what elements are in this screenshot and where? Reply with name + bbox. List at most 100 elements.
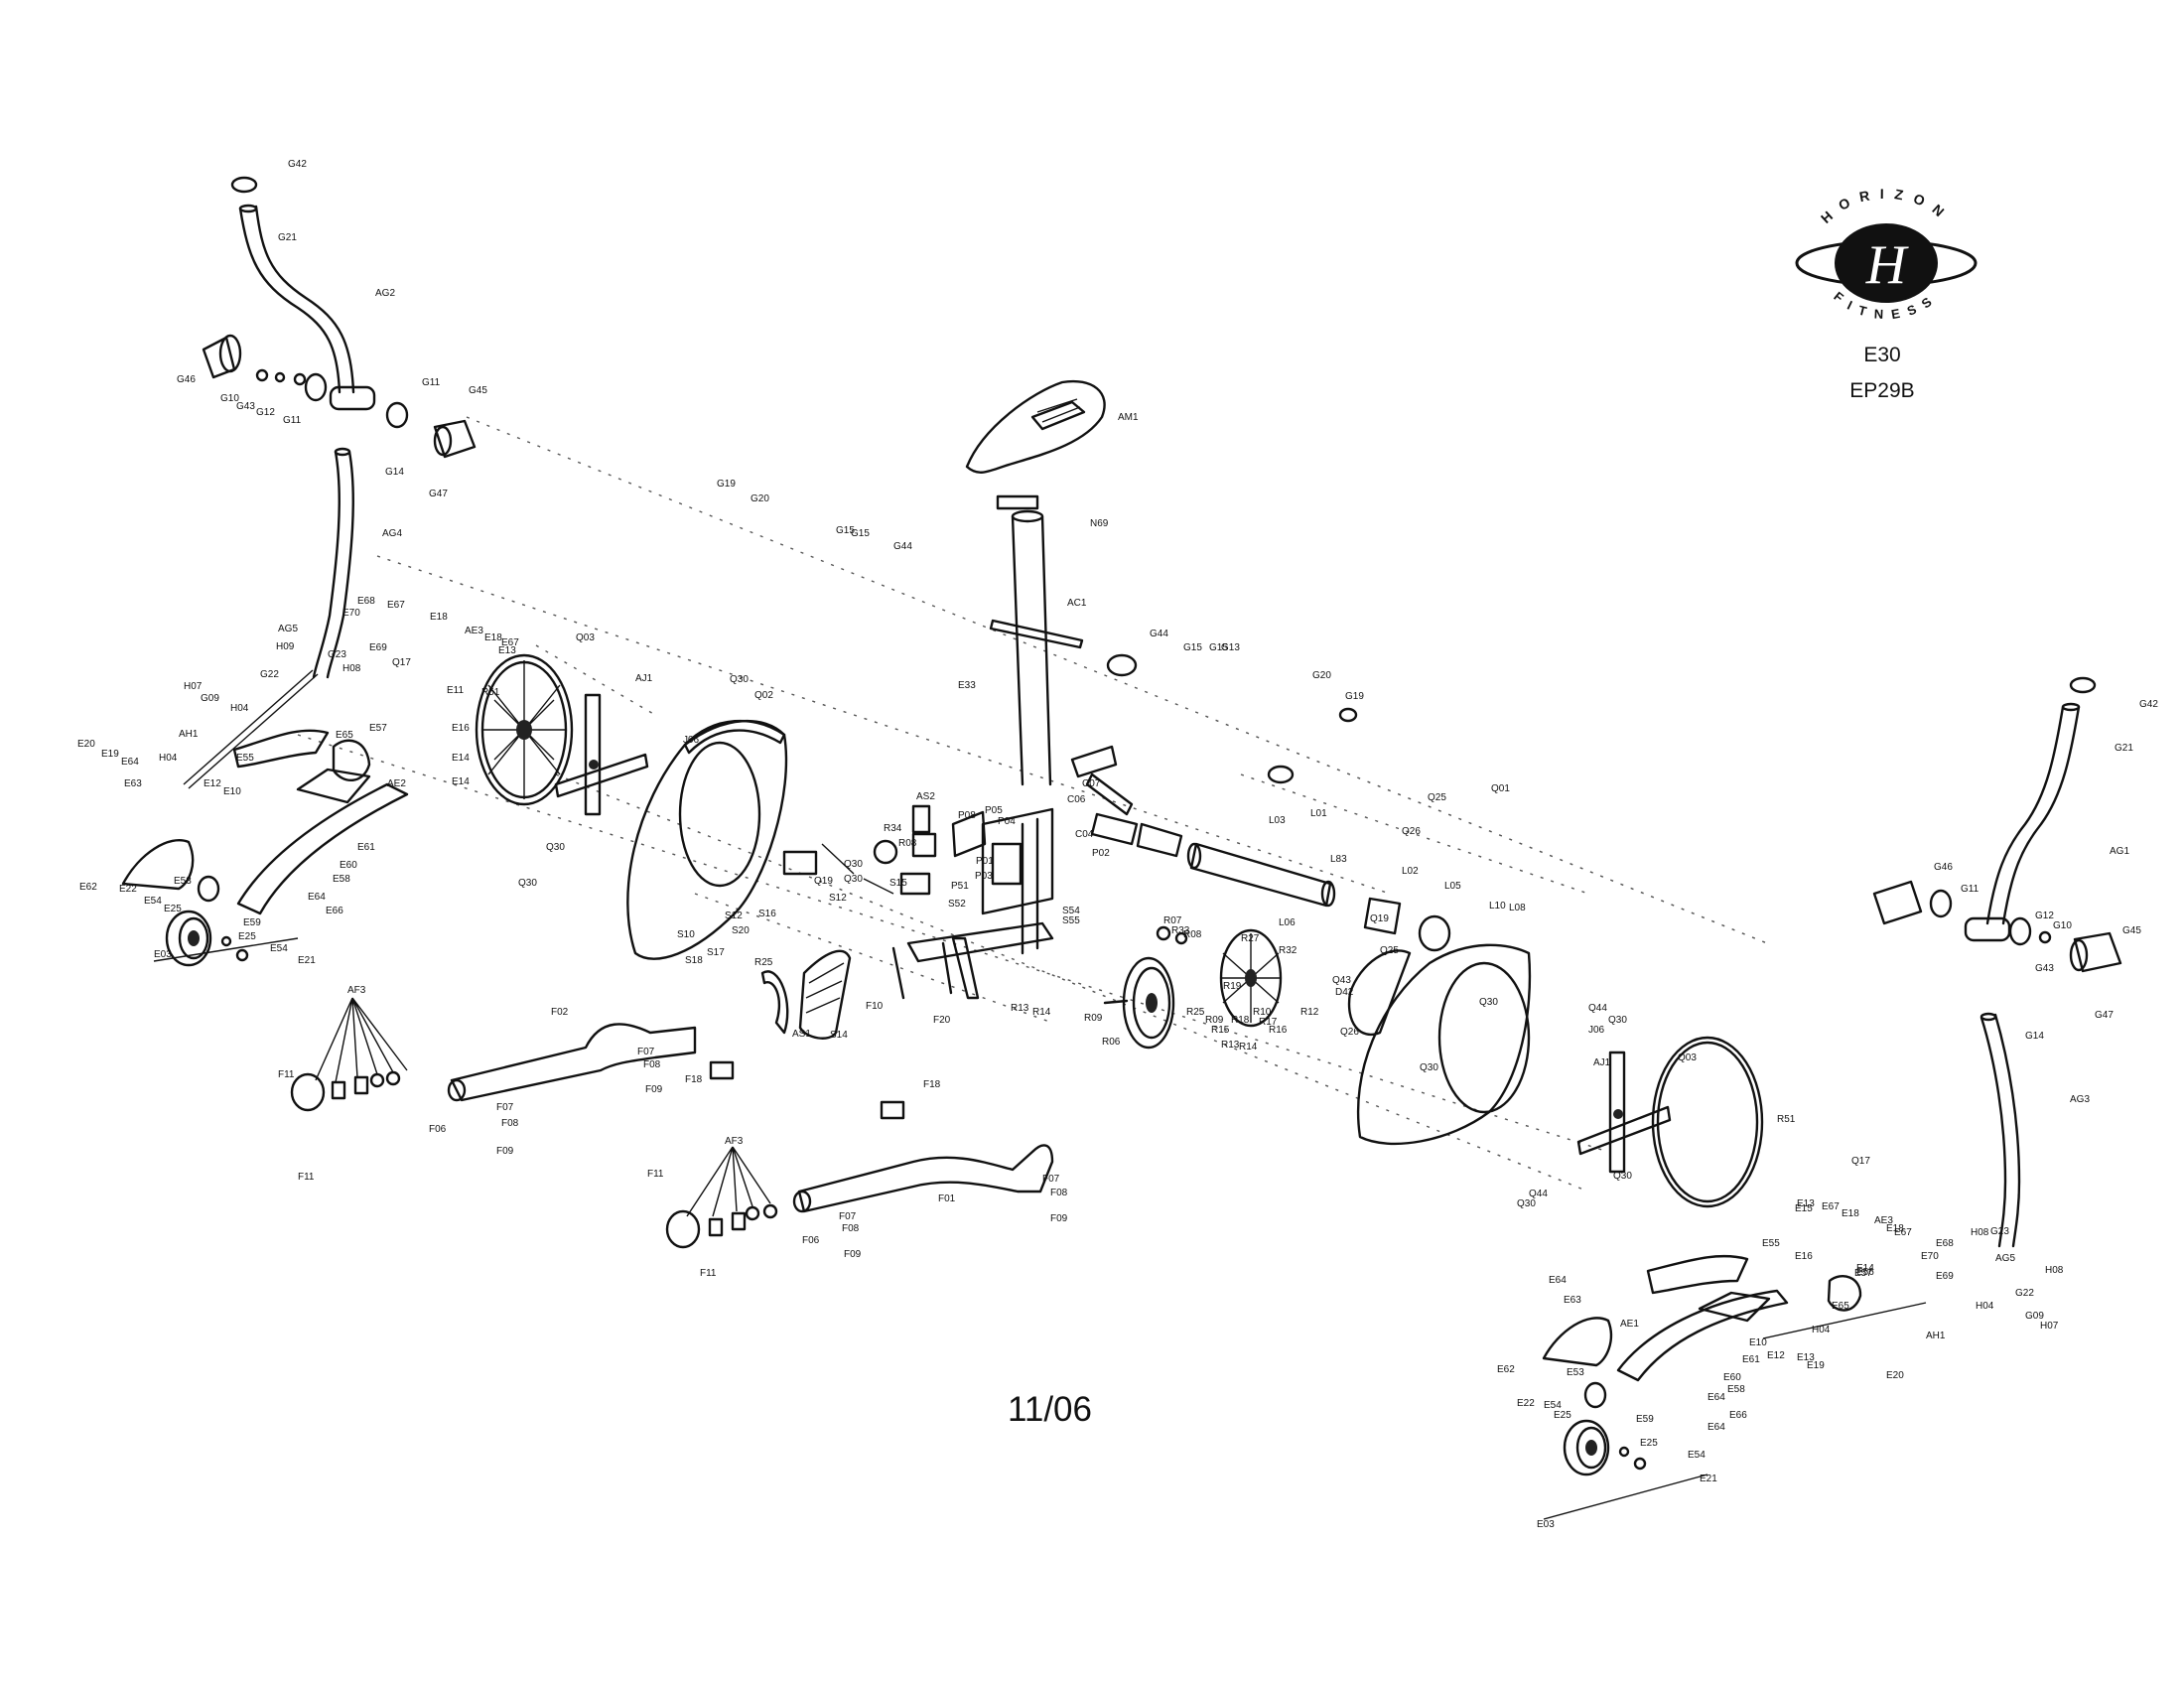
- part-label-g10: G10: [220, 393, 239, 404]
- part-label-g19: G19: [717, 479, 736, 490]
- part-label-f11: F11: [647, 1169, 664, 1180]
- part-label-e16: E16: [452, 723, 470, 734]
- part-label-f08: F08: [501, 1118, 519, 1129]
- part-label-e14: E14: [452, 753, 470, 764]
- part-label-h07: H07: [2040, 1321, 2059, 1332]
- part-label-q30: Q30: [518, 878, 537, 889]
- part-label-h04: H04: [230, 703, 249, 714]
- part-label-e57: E57: [1854, 1268, 1872, 1279]
- part-label-h07: H07: [184, 681, 203, 692]
- part-label-r19: R19: [1223, 981, 1242, 992]
- resistance-magnet: [798, 949, 852, 1040]
- part-label-g11: G11: [422, 377, 441, 388]
- part-label-e67: E67: [501, 637, 519, 648]
- right-small-parts: [1070, 653, 1358, 945]
- axle-tube: [1090, 812, 1451, 952]
- part-label-q17: Q17: [392, 657, 411, 668]
- part-label-f09: F09: [645, 1084, 663, 1095]
- part-label-q43: Q43: [1332, 975, 1351, 986]
- part-label-ae3: AE3: [1874, 1215, 1893, 1226]
- part-label-q17: Q17: [1851, 1156, 1870, 1167]
- part-label-e12: E12: [1767, 1350, 1785, 1361]
- part-label-q30: Q30: [1613, 1171, 1632, 1182]
- part-label-q25: Q25: [1380, 945, 1399, 956]
- part-label-e64: E64: [1707, 1392, 1725, 1403]
- part-label-q26: Q26: [1402, 826, 1421, 837]
- part-label-f11: F11: [700, 1268, 717, 1279]
- part-label-s17: S17: [707, 947, 725, 958]
- part-label-q19: Q19: [1370, 913, 1389, 924]
- part-label-e67: E67: [1894, 1227, 1912, 1238]
- part-label-e21: E21: [1700, 1474, 1717, 1484]
- part-label-s15: S15: [889, 878, 907, 889]
- part-label-g45: G45: [469, 385, 487, 396]
- part-label-h04: H04: [1812, 1325, 1831, 1335]
- part-label-af3: AF3: [725, 1136, 744, 1147]
- part-label-e21: E21: [298, 955, 316, 966]
- part-label-j06: J06: [1588, 1025, 1605, 1036]
- part-label-g20: G20: [1312, 670, 1331, 681]
- part-labels: G42G42G21G21AG2G46G46G10G10G43G43G12G12G…: [77, 159, 2158, 1530]
- part-label-e56: E56: [1856, 1267, 1874, 1278]
- part-label-as1: AS1: [792, 1029, 811, 1040]
- part-label-r51: R51: [481, 687, 500, 698]
- part-label-e16: E16: [1795, 1251, 1813, 1262]
- part-label-e65: E65: [1832, 1301, 1849, 1312]
- part-label-q30: Q30: [730, 674, 749, 685]
- part-label-q03: Q03: [576, 632, 595, 643]
- part-label-ag5: AG5: [278, 624, 298, 634]
- part-label-r25: R25: [1186, 1007, 1205, 1018]
- part-label-g42: G42: [288, 159, 307, 170]
- part-label-l03: L03: [1269, 815, 1286, 826]
- part-label-ag4: AG4: [382, 528, 402, 539]
- part-label-p03: P03: [975, 871, 993, 882]
- part-label-r15: R15: [1211, 1025, 1230, 1036]
- part-label-g46: G46: [1934, 862, 1953, 873]
- front-stabilizer-left: [447, 1023, 697, 1102]
- brand-monogram: H: [1865, 234, 1909, 296]
- part-label-r13: R13: [1221, 1040, 1240, 1051]
- part-label-q30: Q30: [1479, 997, 1498, 1008]
- part-label-e18: E18: [1842, 1208, 1859, 1219]
- part-label-g23: G23: [1990, 1226, 2009, 1237]
- right-pulley: [1543, 1419, 1708, 1520]
- part-label-g47: G47: [429, 489, 448, 499]
- part-label-e68: E68: [357, 596, 375, 607]
- part-label-g21: G21: [278, 232, 297, 243]
- part-label-e70: E70: [342, 608, 360, 619]
- main-mast: [989, 494, 1084, 786]
- part-label-n69: N69: [1090, 518, 1109, 529]
- part-label-c07: C07: [1082, 778, 1101, 789]
- part-label-p05: P05: [985, 805, 1003, 816]
- part-label-e66: E66: [326, 906, 343, 916]
- part-label-e13: E13: [1797, 1198, 1815, 1209]
- part-label-l05: L05: [1444, 881, 1461, 892]
- part-label-s20: S20: [732, 925, 750, 936]
- part-label-e18: E18: [484, 632, 502, 643]
- left-pedal-arm: [183, 669, 409, 915]
- part-label-r18: R18: [1231, 1015, 1250, 1026]
- part-label-s52: S52: [948, 899, 966, 910]
- part-label-e53: E53: [174, 876, 192, 887]
- part-label-ag3: AG3: [2070, 1094, 2090, 1105]
- part-label-e58: E58: [1727, 1384, 1745, 1395]
- part-label-e19: E19: [1807, 1360, 1825, 1371]
- part-label-g09: G09: [2025, 1311, 2044, 1322]
- part-label-e55: E55: [236, 753, 254, 764]
- part-label-am1: AM1: [1118, 412, 1139, 423]
- part-label-s10: S10: [677, 929, 695, 940]
- part-label-f10: F10: [866, 1001, 884, 1012]
- left-lower-handle: [312, 447, 354, 679]
- part-label-f11: F11: [278, 1069, 295, 1080]
- part-label-f06: F06: [429, 1124, 447, 1135]
- part-label-e25: E25: [238, 931, 256, 942]
- part-label-aj1: AJ1: [635, 673, 653, 684]
- part-label-r09: R09: [1084, 1013, 1103, 1024]
- part-label-g43: G43: [236, 401, 255, 412]
- part-label-ae2: AE2: [387, 778, 406, 789]
- part-label-ae3: AE3: [465, 626, 483, 636]
- part-label-q19: Q19: [814, 876, 833, 887]
- part-label-f08: F08: [842, 1223, 860, 1234]
- part-label-h09: H09: [276, 641, 295, 652]
